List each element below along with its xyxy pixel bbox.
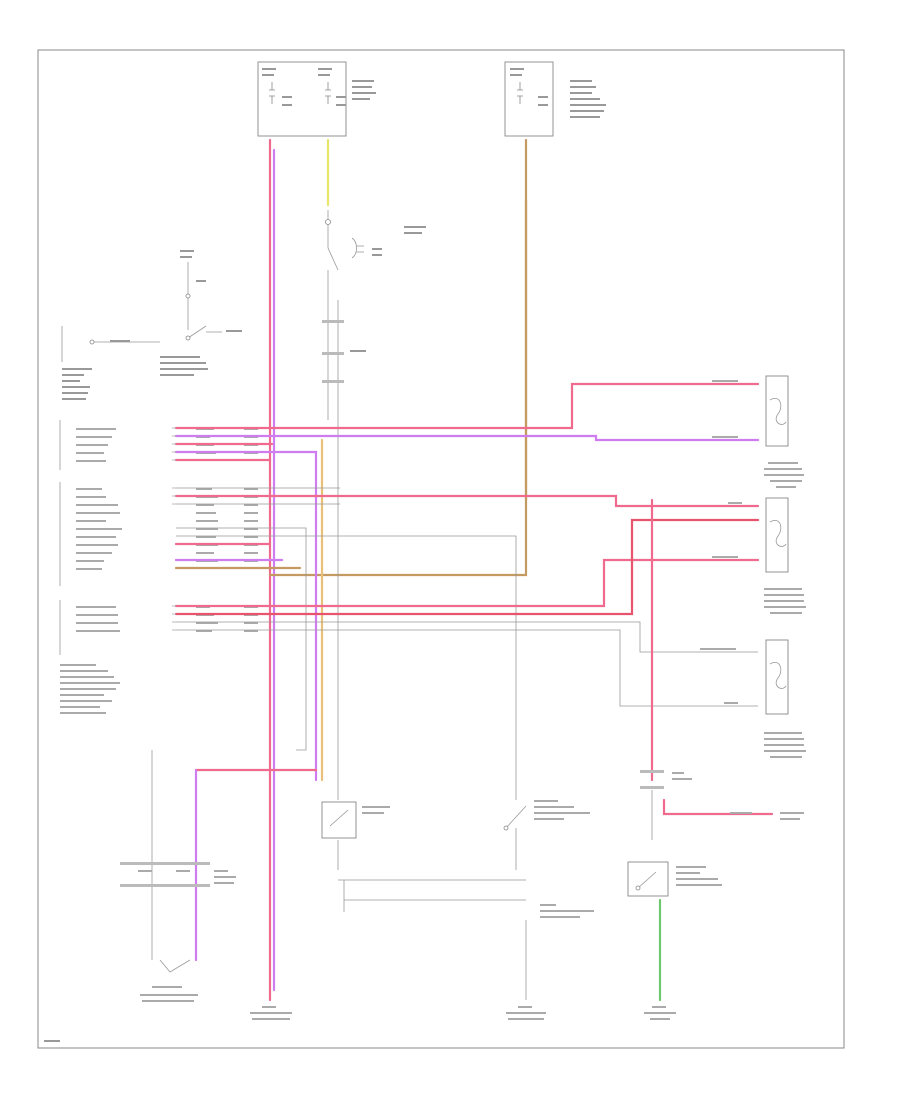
footer-code-mark: [44, 1040, 60, 1042]
brake-switch-right: [503, 760, 590, 870]
sensor-right-rear: [712, 375, 804, 488]
wire-violet-drop: [174, 450, 318, 782]
wire-pink-lf-sensor: [174, 558, 760, 608]
ground-labels-bottom: [250, 1006, 676, 1020]
wire-grey-pair: [176, 487, 340, 505]
ground-symbol-left: [140, 959, 198, 1002]
relay-upper-labels: [372, 226, 426, 256]
sensor-right-front: [700, 639, 806, 758]
stop-lamp-switch: [627, 861, 722, 897]
wire-tan-main: [268, 138, 528, 577]
ignition-labels: [62, 250, 242, 400]
wire-beige-rf-sensor: [176, 621, 758, 653]
wire-red-lf-sensor: [174, 518, 760, 616]
wire-pink-lr-sensor: [174, 494, 760, 508]
fuse-block-left: [257, 61, 347, 137]
relay-upper: [325, 210, 364, 300]
connector-center-bottom: [540, 904, 594, 918]
wire-pink-rr-sensor: [174, 382, 760, 430]
wire-beige-rf-sensor2: [176, 629, 758, 707]
brake-switch-center: [321, 700, 390, 870]
diagram-frame: [37, 49, 845, 1049]
fuse-block-right: [504, 61, 554, 137]
ecu-description: [60, 664, 120, 714]
stop-lamp-label: [730, 812, 804, 820]
wire-dark-ground: [176, 527, 307, 751]
pin-ticks: [172, 427, 176, 631]
connector-stack-center: [322, 300, 366, 420]
ecu-pin-list-middle: [59, 482, 258, 586]
ecu-pin-list-bottom: [59, 600, 258, 655]
fuse-symbols: [269, 82, 523, 104]
connector-right-lower: [640, 770, 692, 840]
ignition-switch: [61, 262, 222, 362]
wire-pink-stop-lamp: [662, 798, 774, 816]
wire-violet-rr-sensor: [174, 434, 760, 442]
wire-dark-brake: [176, 535, 517, 760]
connector-bottom-left: [120, 862, 236, 887]
fuse-block-labels: [262, 68, 606, 118]
sensor-left-front: [712, 497, 806, 614]
